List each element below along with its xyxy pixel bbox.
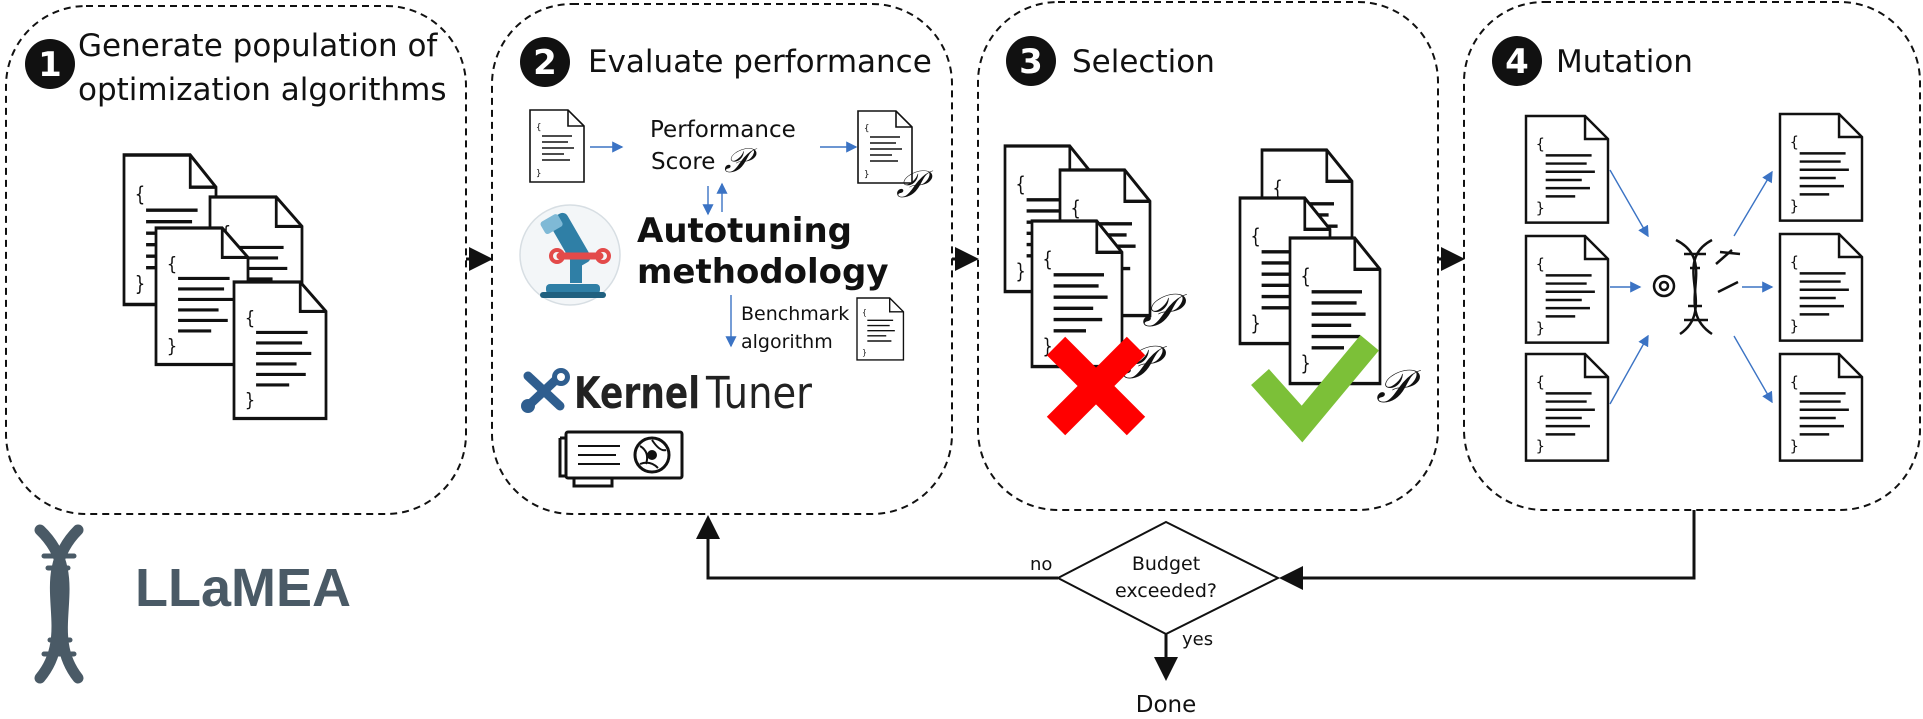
rejected-document-icons: [1003, 144, 1152, 369]
tuner-label: Tuner: [705, 368, 813, 419]
yes-label: yes: [1182, 629, 1213, 650]
step-2-number: 2: [533, 43, 557, 83]
panel-generate: [5, 5, 467, 515]
panel-selection: [977, 1, 1439, 511]
performance-label: Performance: [650, 117, 796, 143]
panel-2-title: Evaluate performance: [588, 44, 932, 80]
done-label: Done: [1136, 692, 1197, 718]
mutation-in-arrow-top: [1609, 169, 1649, 238]
mutation-out-arrow-top: [1733, 170, 1773, 237]
candidate-document-icon: [529, 109, 585, 183]
offspring-document-icons: [1778, 112, 1864, 462]
llamea-dna-logo-icon: [34, 524, 84, 684]
step-4-badge: [1492, 36, 1542, 86]
decision-text-line1: Budget: [1132, 553, 1200, 575]
step-1-badge: [25, 39, 75, 89]
kernel-tuner-wrench-icon: [521, 368, 570, 413]
reject-cross-icon: [1046, 336, 1146, 436]
scored-document-symbol: 𝒫: [896, 162, 934, 206]
rejected-score-symbol-1: 𝒫: [1142, 283, 1187, 337]
population-document-icons: [122, 153, 328, 421]
kernel-label: Kernel: [574, 368, 700, 419]
benchmark-document-icon: [856, 297, 905, 361]
step-3-badge: [1006, 36, 1056, 86]
parent-document-icons: [1524, 114, 1610, 462]
llamea-brand-name: LLaMEA: [135, 558, 351, 618]
accept-check-icon: [1251, 335, 1379, 443]
decision-no-line: [696, 515, 1058, 580]
benchmark-label-line2: algorithm: [741, 331, 833, 353]
budget-decision-diamond: [1055, 520, 1281, 636]
panel-1-title-line2: optimization algorithms: [78, 72, 447, 108]
panel-4-title: Mutation: [1556, 44, 1693, 80]
step-3-number: 3: [1019, 42, 1043, 82]
gpu-icon: [558, 430, 684, 488]
microscope-icon: [519, 204, 621, 306]
panel-3-title: Selection: [1072, 44, 1215, 80]
step-4-number: 4: [1505, 42, 1529, 82]
autotuning-line1: Autotuning: [637, 211, 852, 251]
benchmark-label-line1: Benchmark: [741, 303, 849, 325]
dna-mutation-icon: [1652, 238, 1741, 336]
score-symbol: 𝒫: [724, 141, 758, 181]
accepted-score-symbol: 𝒫: [1376, 359, 1421, 413]
panel-1-title-line1: Generate population of: [78, 28, 438, 64]
autotuning-line2: methodology: [637, 252, 889, 292]
mutation-out-arrow-bottom: [1733, 335, 1773, 404]
no-label: no: [1030, 554, 1052, 575]
score-label: Score: [651, 149, 715, 175]
step-2-badge: [520, 37, 570, 87]
mutation-in-arrow-bottom: [1609, 334, 1649, 405]
decision-text-line2: exceeded?: [1115, 580, 1217, 602]
step-1-number: 1: [38, 45, 62, 85]
mutation-to-decision-line: [1279, 510, 1696, 590]
